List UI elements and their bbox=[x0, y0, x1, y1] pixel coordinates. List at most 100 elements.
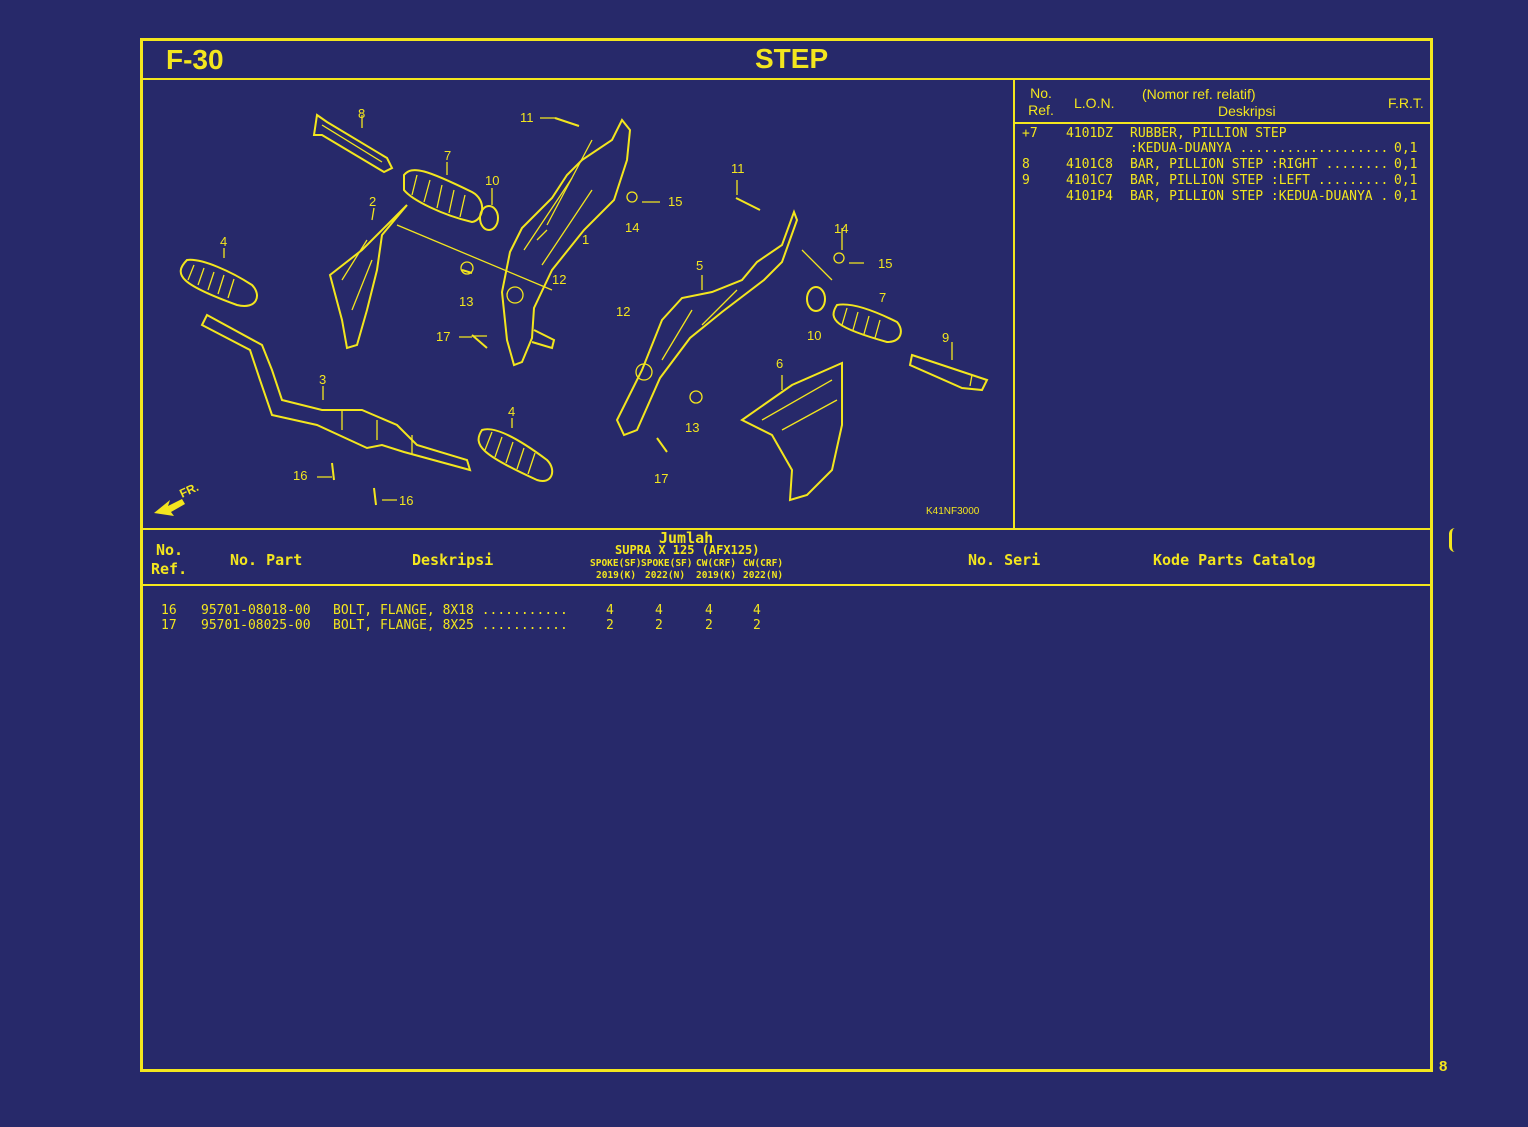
bt-row-desc: BOLT, FLANGE, 8X25 ........... bbox=[333, 618, 568, 633]
callout-10b: 10 bbox=[807, 328, 821, 343]
callout-12: 12 bbox=[552, 272, 566, 287]
callout-15b: 15 bbox=[878, 256, 892, 271]
callout-3: 3 bbox=[319, 372, 326, 387]
bt-row-qty: 4 bbox=[705, 603, 713, 618]
rt-row-ref: 8 bbox=[1022, 157, 1030, 172]
part-10-washer bbox=[479, 205, 499, 231]
bt-header-model: SUPRA X 125 (AFX125) bbox=[615, 543, 760, 557]
bt-header-no-part: No. Part bbox=[230, 551, 303, 569]
rt-row-frt: 0,1 bbox=[1394, 189, 1418, 204]
fasteners bbox=[331, 117, 845, 506]
leader-lines bbox=[223, 115, 953, 501]
bt-header-type-2: SPOKE(SF) bbox=[641, 558, 693, 569]
bt-header-divider bbox=[141, 584, 1433, 586]
part-5-bracket bbox=[615, 209, 799, 437]
page-number: 8 bbox=[1439, 1058, 1448, 1075]
part-7-rubber-right bbox=[832, 303, 902, 344]
bt-row-qty: 4 bbox=[606, 603, 614, 618]
rt-header-desc-top: (Nomor ref. relatif) bbox=[1142, 86, 1256, 102]
callout-14: 14 bbox=[625, 220, 639, 235]
part-2-cover bbox=[328, 204, 408, 350]
callout-8: 8 bbox=[358, 106, 365, 121]
bt-row-ref: 17 bbox=[161, 618, 177, 633]
part-4-rubber-right bbox=[477, 428, 554, 482]
page-title: STEP bbox=[755, 43, 829, 74]
bt-header-year-1: 2019(K) bbox=[596, 570, 637, 581]
rt-header-desc: Deskripsi bbox=[1218, 103, 1276, 119]
rt-header-divider bbox=[1014, 122, 1433, 124]
binding-tab bbox=[1449, 528, 1458, 552]
catalog-frame bbox=[140, 38, 1433, 1072]
rt-header-no-ref: No. Ref. bbox=[1028, 85, 1054, 118]
callout-4: 4 bbox=[220, 234, 227, 249]
part-8-bar bbox=[312, 113, 394, 174]
diagram-image-code: K41NF3000 bbox=[926, 506, 980, 517]
callout-7: 7 bbox=[444, 148, 451, 163]
bt-row-part: 95701-08018-00 bbox=[201, 603, 311, 618]
rt-header-frt: F.R.T. bbox=[1388, 95, 1424, 111]
bt-row-part: 95701-08025-00 bbox=[201, 618, 311, 633]
fr-label: FR. bbox=[177, 480, 200, 501]
rt-row-ref: +7 bbox=[1022, 126, 1038, 141]
callout-5: 5 bbox=[696, 258, 703, 273]
callout-9: 9 bbox=[942, 330, 949, 345]
part-1-bracket bbox=[500, 118, 632, 367]
part-9-bar bbox=[908, 353, 989, 392]
bt-row-qty: 4 bbox=[753, 603, 761, 618]
callout-10: 10 bbox=[485, 173, 499, 188]
bt-header-no: No. bbox=[156, 541, 184, 559]
callout-11b: 11 bbox=[731, 161, 745, 176]
callout-6: 6 bbox=[776, 356, 783, 371]
rt-row-frt: 0,1 bbox=[1394, 157, 1418, 172]
rt-row-ref: 9 bbox=[1022, 173, 1030, 188]
rt-row-frt: 0,1 bbox=[1394, 173, 1418, 188]
page-code: F-30 bbox=[166, 44, 224, 75]
bt-header-type-1: SPOKE(SF) bbox=[590, 558, 642, 569]
rt-row-desc: BAR, PILLION STEP :LEFT ......... bbox=[1130, 173, 1389, 188]
bt-header-year-4: 2022(N) bbox=[743, 570, 784, 581]
bt-header-jumlah: Jumlah bbox=[659, 529, 714, 547]
bt-header-type-4: CW(CRF) bbox=[743, 558, 784, 569]
rt-row-desc: BAR, PILLION STEP :RIGHT ........ bbox=[1130, 157, 1389, 172]
bt-row-qty: 2 bbox=[705, 618, 713, 633]
rt-row-desc: RUBBER, PILLION STEP bbox=[1130, 126, 1287, 141]
callout-13b: 13 bbox=[685, 420, 699, 435]
callout-12b: 12 bbox=[616, 304, 630, 319]
bt-row-qty: 4 bbox=[655, 603, 663, 618]
fr-arrow-icon bbox=[154, 499, 185, 516]
callout-7b: 7 bbox=[879, 290, 886, 305]
callout-16b: 16 bbox=[399, 493, 413, 508]
bt-row-desc: BOLT, FLANGE, 8X18 ........... bbox=[333, 603, 568, 618]
callout-17b: 17 bbox=[654, 471, 668, 486]
part-4-rubber-left bbox=[179, 258, 258, 307]
rt-row-lon: 4101C8 bbox=[1066, 157, 1113, 172]
bt-header-year-2: 2022(N) bbox=[645, 570, 686, 581]
part-6-cover bbox=[740, 361, 843, 502]
diagram-divider bbox=[1013, 79, 1015, 530]
callout-4b: 4 bbox=[508, 404, 515, 419]
exploded-diagram: 8 7 10 2 4 11 1 14 15 12 13 17 3 4 16 16… bbox=[154, 106, 989, 517]
part-7-rubber bbox=[403, 169, 484, 224]
rt-row-frt: 0,1 bbox=[1394, 141, 1418, 156]
part-10-washer-right bbox=[806, 286, 826, 312]
bt-header-ref: Ref. bbox=[151, 560, 188, 578]
callout-11: 11 bbox=[520, 110, 534, 125]
section-divider bbox=[141, 528, 1433, 530]
rt-header-lon: L.O.N. bbox=[1074, 95, 1115, 111]
bt-header-serial: No. Seri bbox=[968, 551, 1041, 569]
bt-header-year-3: 2019(K) bbox=[696, 570, 737, 581]
bt-header-desc: Deskripsi bbox=[412, 551, 494, 569]
callout-14b: 14 bbox=[834, 221, 848, 236]
bt-row-qty: 2 bbox=[655, 618, 663, 633]
bt-row-qty: 2 bbox=[753, 618, 761, 633]
callout-13: 13 bbox=[459, 294, 473, 309]
rt-row-desc: BAR, PILLION STEP :KEDUA-DUANYA . bbox=[1130, 189, 1389, 204]
callout-2: 2 bbox=[369, 194, 376, 209]
bt-row-ref: 16 bbox=[161, 603, 177, 618]
bt-row-qty: 2 bbox=[606, 618, 614, 633]
rt-row-desc: :KEDUA-DUANYA ................... bbox=[1130, 141, 1389, 156]
bt-header-type-3: CW(CRF) bbox=[696, 558, 737, 569]
bt-header-catalog: Kode Parts Catalog bbox=[1153, 551, 1316, 569]
header-divider bbox=[141, 78, 1433, 80]
callout-16: 16 bbox=[293, 468, 307, 483]
